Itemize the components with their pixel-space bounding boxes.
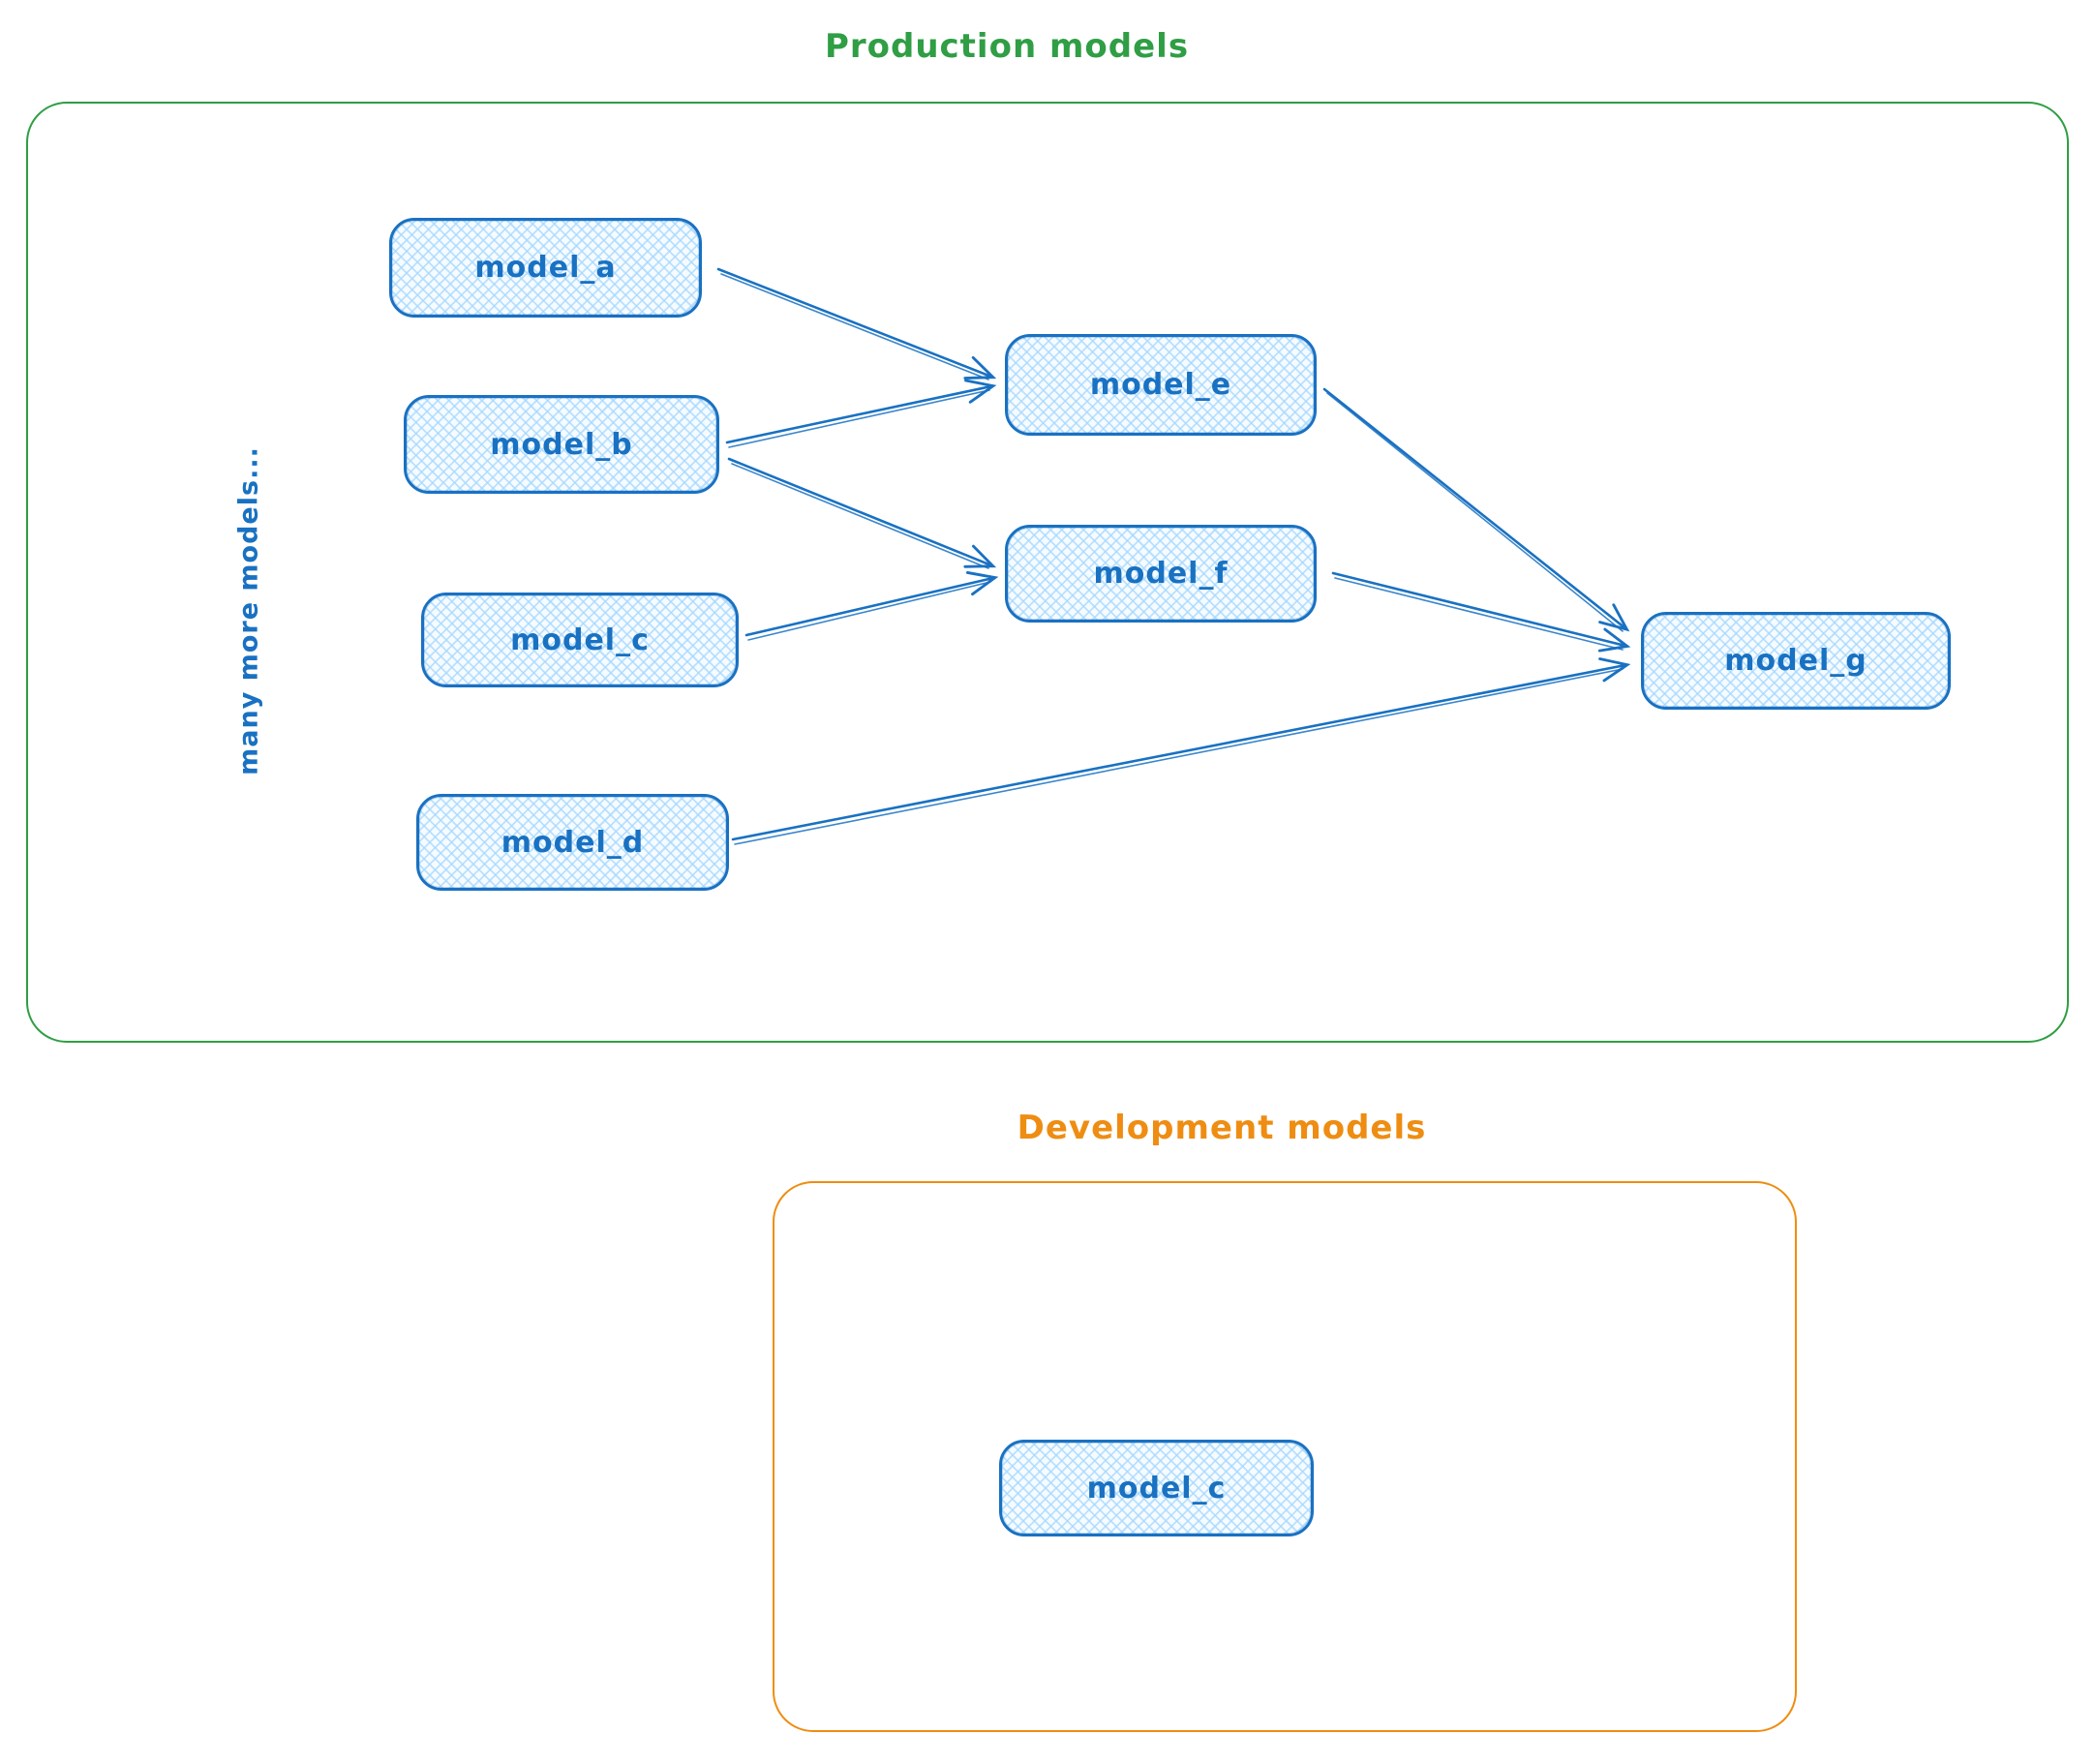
- node-model_e-label: model_e: [1089, 368, 1232, 402]
- node-model_d-label: model_d: [501, 825, 645, 860]
- development-group-title: Development models: [1017, 1109, 1427, 1147]
- node-model_g: model_g: [1641, 612, 1951, 710]
- node-model_a: model_a: [389, 218, 702, 318]
- node-model_f: model_f: [1005, 525, 1317, 623]
- node-model_f-label: model_f: [1093, 557, 1229, 591]
- node-dev-model_c-label: model_c: [1086, 1471, 1227, 1505]
- node-model_a-label: model_a: [474, 251, 617, 285]
- node-model_c-label: model_c: [510, 623, 650, 657]
- production-container: [26, 102, 2069, 1043]
- node-dev-model_c: model_c: [999, 1440, 1314, 1536]
- node-model_e: model_e: [1005, 334, 1317, 436]
- development-container: [773, 1181, 1797, 1732]
- node-model_b-label: model_b: [490, 427, 633, 462]
- node-model_c: model_c: [421, 593, 739, 687]
- node-model_d: model_d: [416, 794, 729, 891]
- node-model_b: model_b: [404, 395, 719, 494]
- many-more-models-note: many more models...: [233, 446, 264, 776]
- production-group-title: Production models: [824, 27, 1190, 66]
- node-model_g-label: model_g: [1724, 644, 1867, 678]
